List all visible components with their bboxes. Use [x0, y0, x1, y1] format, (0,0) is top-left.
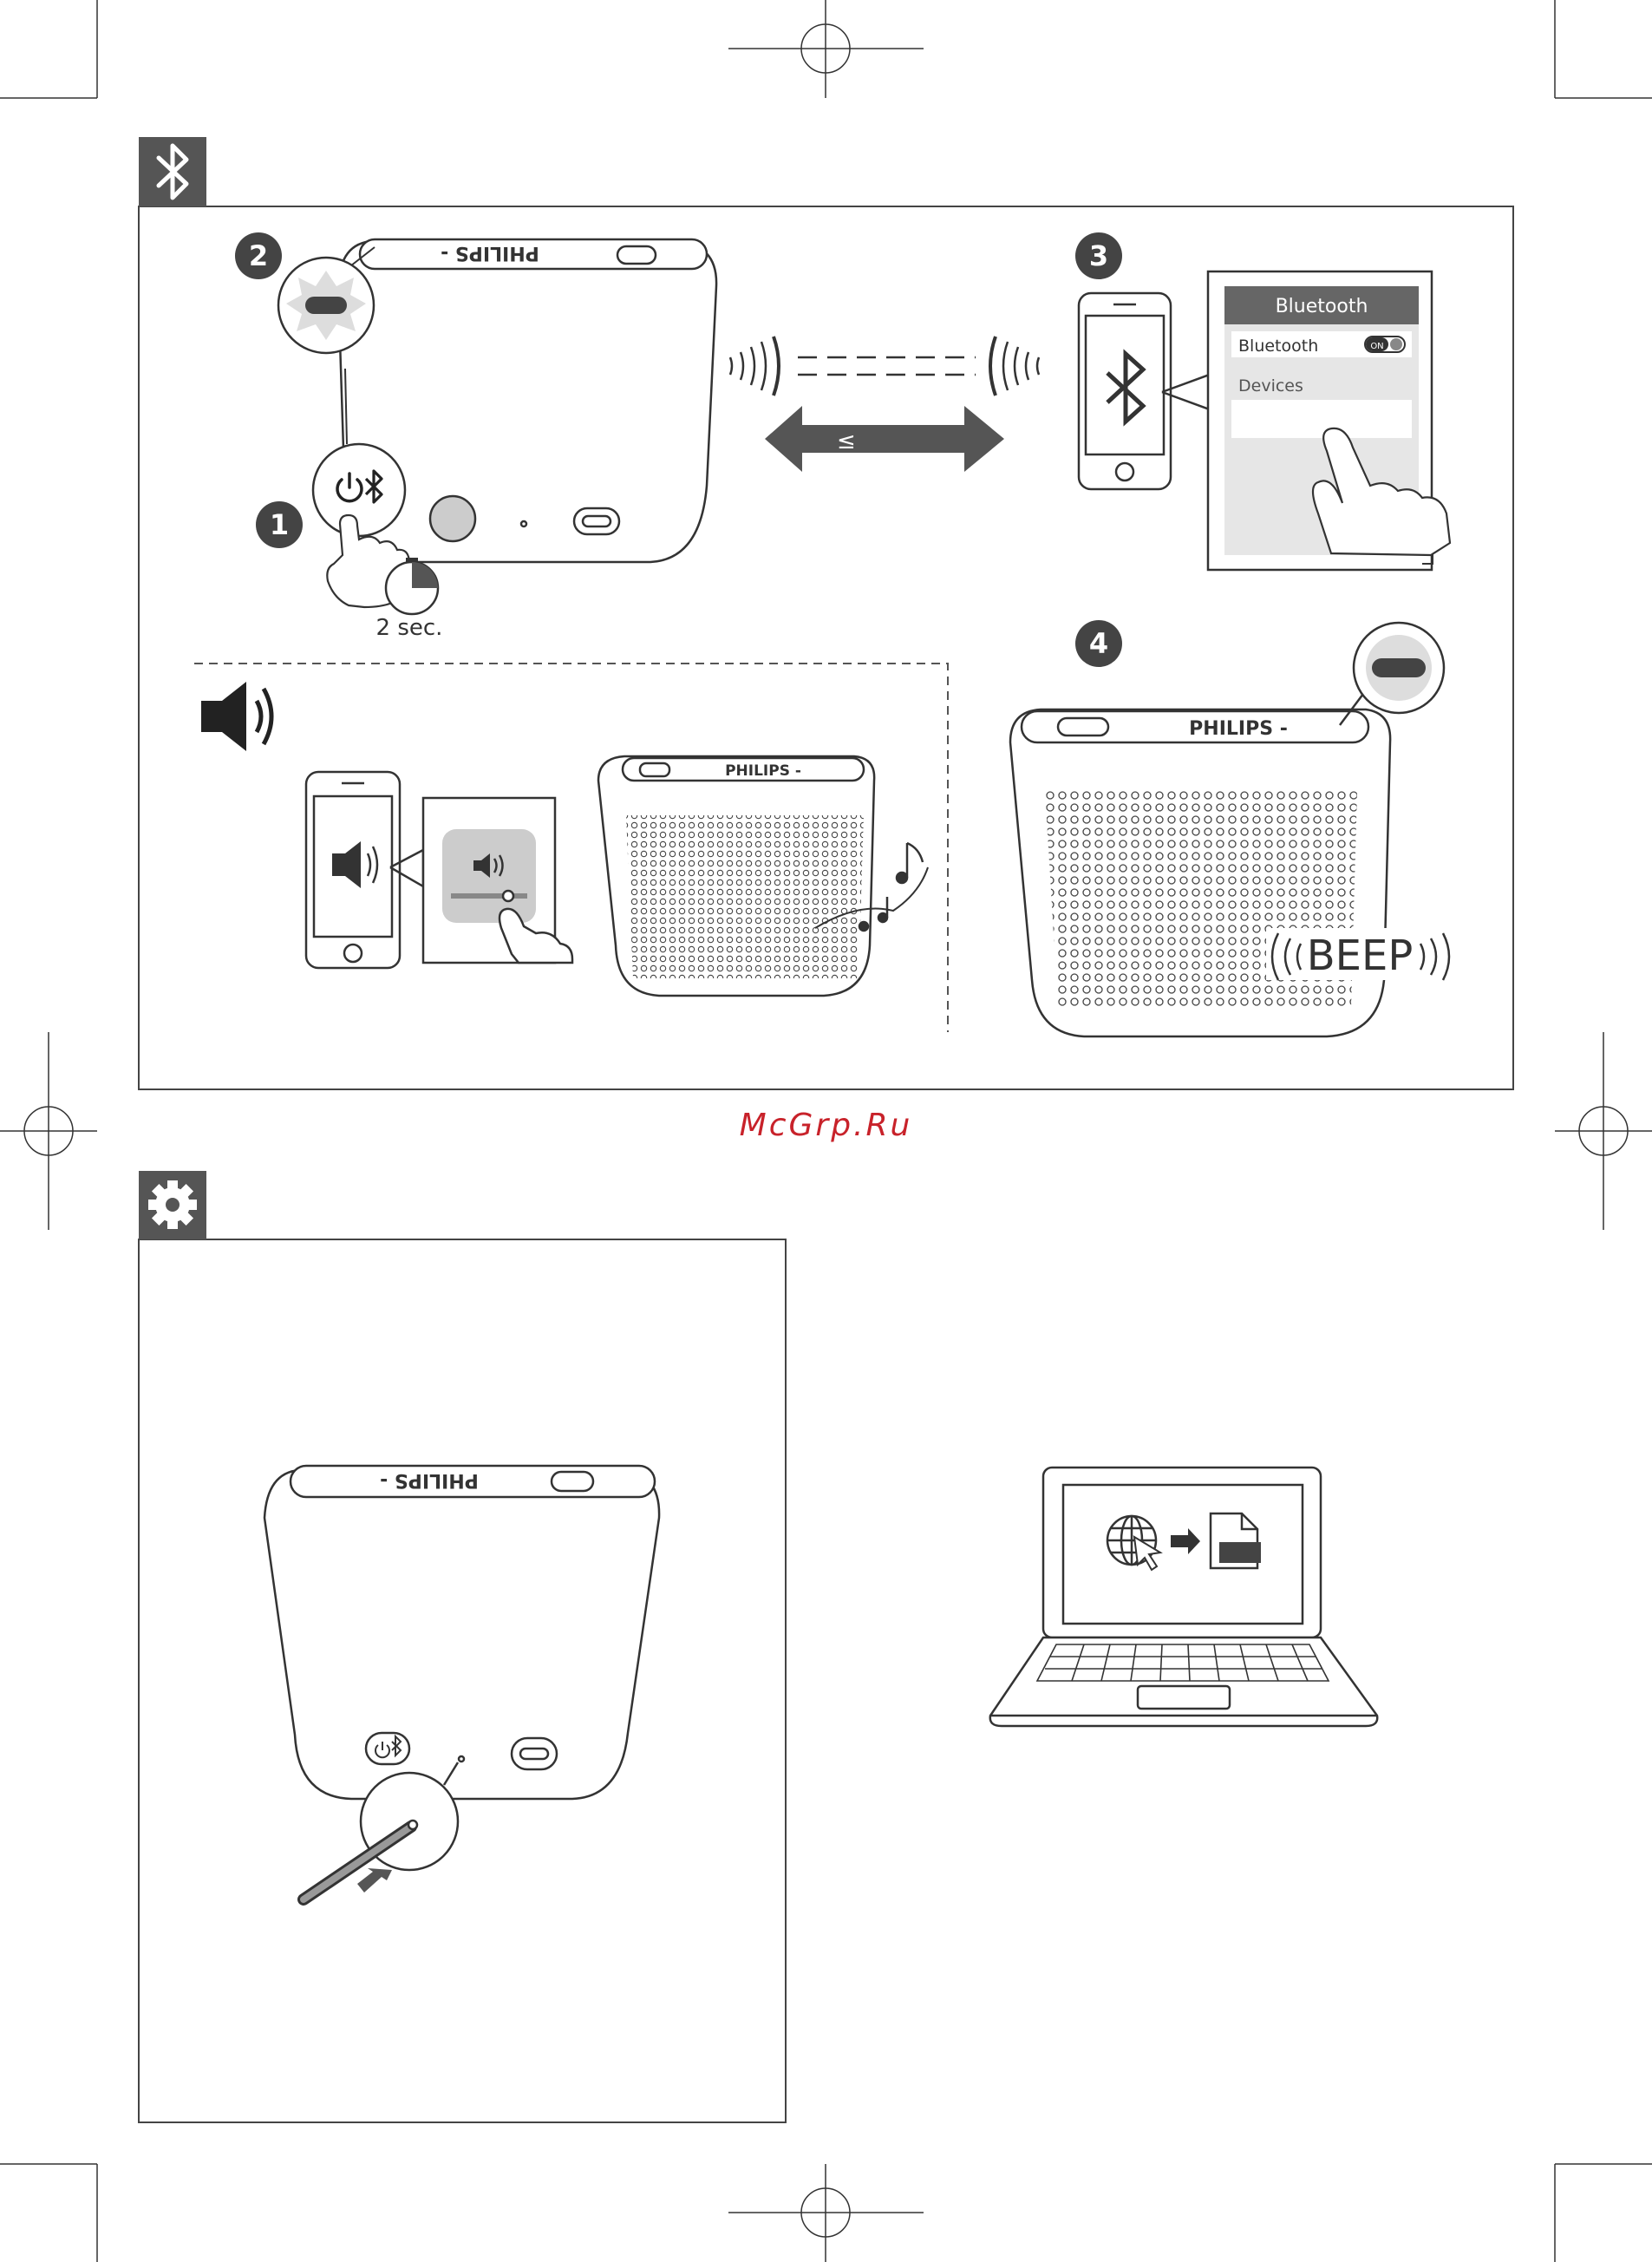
- svg-text:1: 1: [270, 508, 289, 541]
- svg-text:ON: ON: [1370, 342, 1383, 351]
- svg-text:PHILIPS -: PHILIPS -: [380, 1469, 479, 1491]
- bluetooth-toggle: ON: [1365, 337, 1405, 352]
- phone-volume: [306, 772, 572, 968]
- speaker-back-reset: PHILIPS -: [264, 1466, 659, 1899]
- distance-arrow: ≤: [765, 406, 1004, 472]
- svg-text:BEEP: BEEP: [1307, 932, 1414, 980]
- step-badge-4: 4: [1075, 620, 1122, 667]
- beep-indicator: BEEP: [1266, 928, 1449, 980]
- bluetooth-settings-screen: Bluetooth Bluetooth ON Devices: [1208, 271, 1450, 570]
- timer-label: 2 sec.: [376, 615, 443, 641]
- step-badge-3: 3: [1075, 232, 1122, 279]
- step-badge-1: 1: [256, 501, 303, 548]
- svg-text:3: 3: [1089, 239, 1108, 272]
- svg-text:2: 2: [249, 239, 268, 272]
- screen-title: Bluetooth: [1276, 296, 1368, 317]
- speaker-volume-icon: [201, 682, 271, 751]
- settings-section: PHILIPS -: [139, 1171, 1377, 2122]
- bluetooth-section: 2 3 1 4 PHILIPS -: [139, 137, 1513, 1089]
- pairing-signal: [730, 337, 1039, 396]
- svg-text:≤: ≤: [837, 428, 856, 454]
- bluetooth-row-label: Bluetooth: [1238, 337, 1318, 356]
- gear-icon: [148, 1180, 197, 1229]
- svg-text:PHILIPS -: PHILIPS -: [441, 242, 539, 264]
- phone-bluetooth: [1079, 293, 1214, 489]
- svg-text:4: 4: [1089, 627, 1108, 660]
- devices-label: Devices: [1238, 376, 1303, 396]
- step-badge-2: 2: [235, 232, 282, 279]
- speaker-front-small: PHILIPS -: [598, 756, 928, 996]
- watermark: McGrp.Ru: [0, 1108, 1652, 1143]
- laptop-update: [990, 1468, 1377, 1726]
- svg-text:PHILIPS -: PHILIPS -: [1189, 718, 1288, 740]
- svg-text:PHILIPS -: PHILIPS -: [725, 762, 801, 780]
